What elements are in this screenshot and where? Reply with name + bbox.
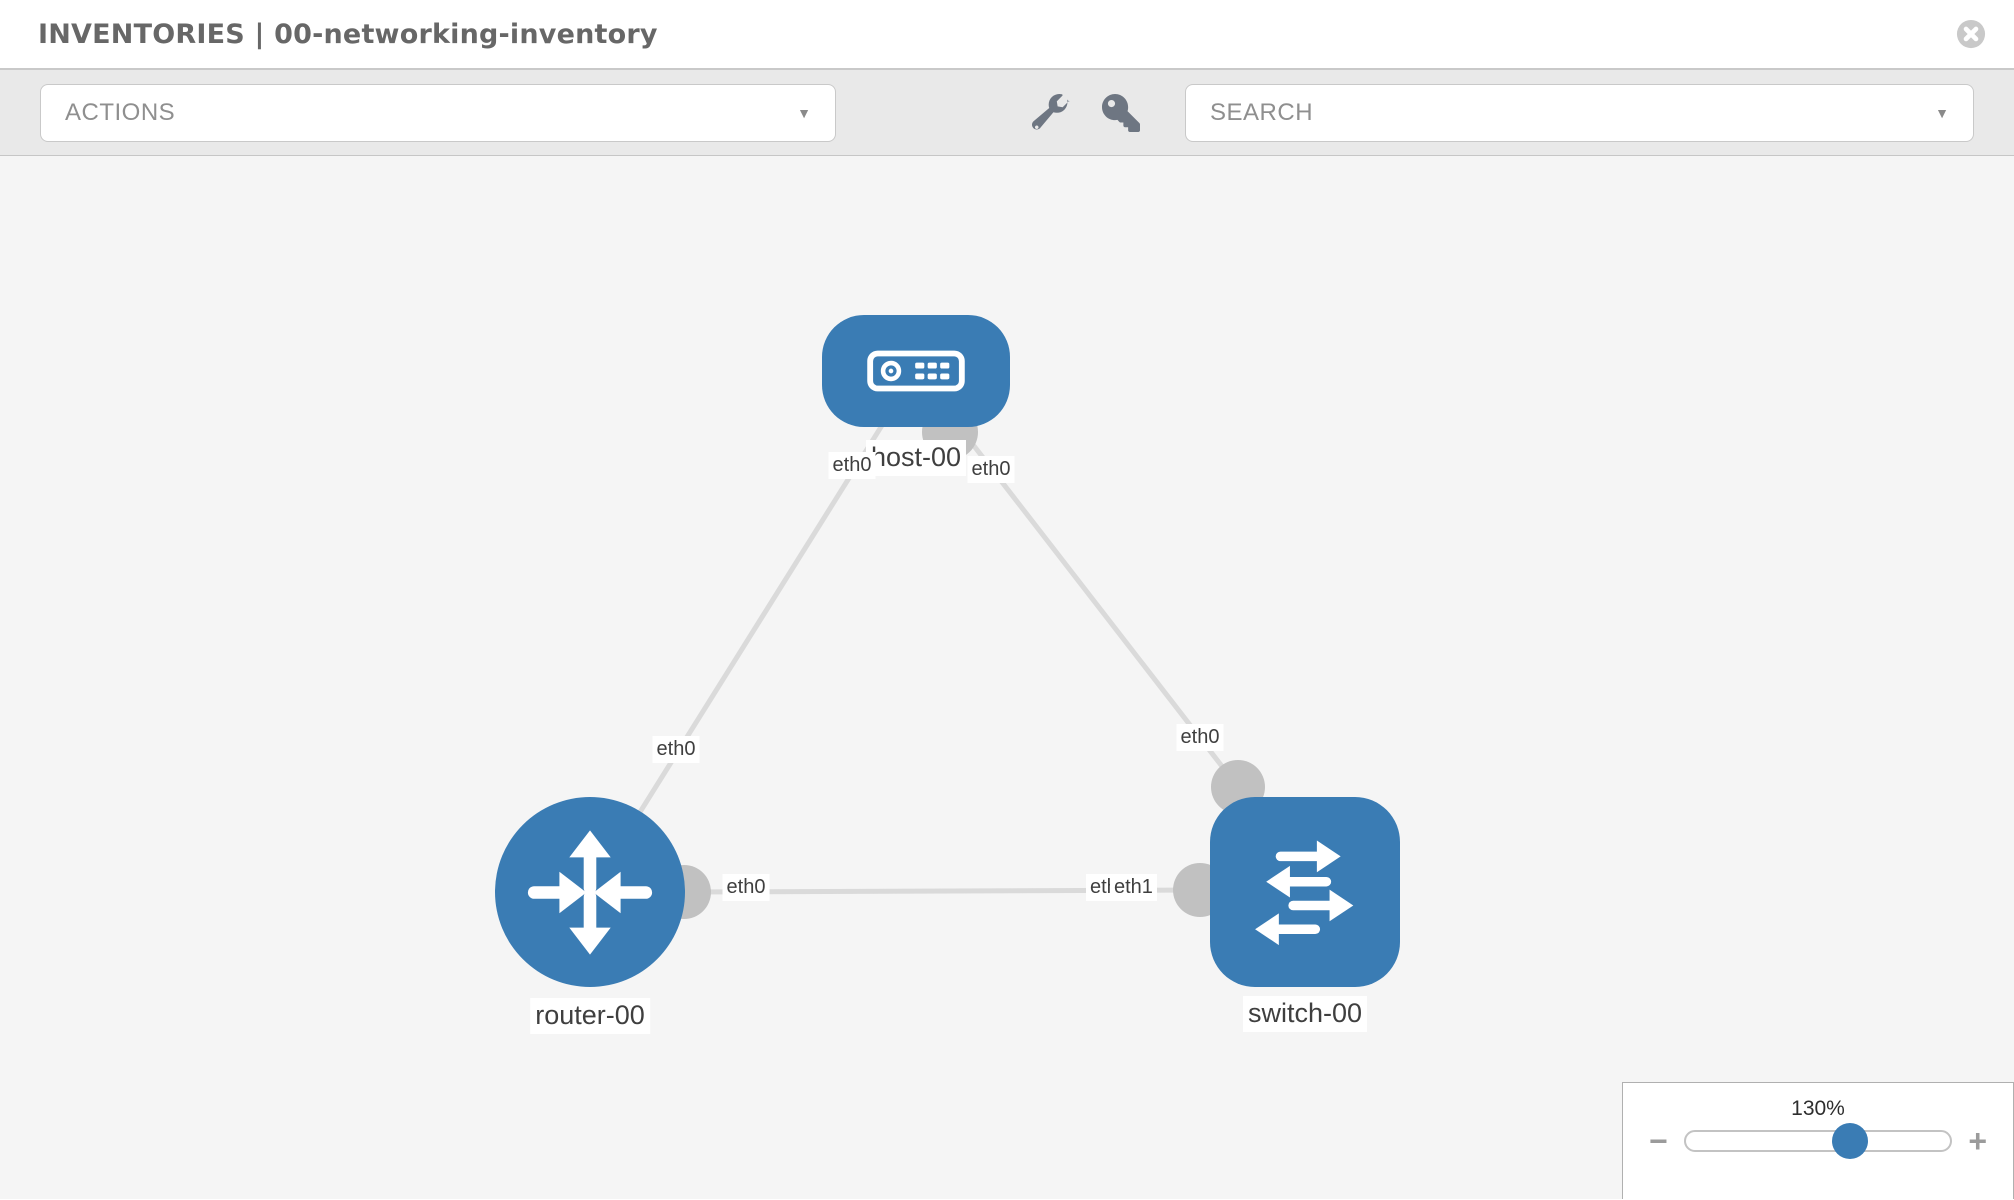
toolbar: ACTIONS ▼ SEARCH ▼: [0, 70, 2014, 156]
page-title: INVENTORIES | 00-networking-inventory: [38, 18, 658, 50]
actions-dropdown-label: ACTIONS: [65, 98, 176, 126]
interface-label-host-right: eth0: [967, 456, 1015, 483]
actions-dropdown[interactable]: ACTIONS ▼: [40, 83, 836, 142]
switch-icon: [1255, 840, 1354, 946]
wrench-icon[interactable]: [1031, 93, 1071, 133]
interface-label-switch-top: eth0: [1176, 724, 1224, 751]
node-host-00[interactable]: [822, 315, 1010, 427]
close-button[interactable]: [1956, 19, 1986, 49]
node-label-router-00: router-00: [530, 998, 650, 1034]
zoom-level: 130%: [1791, 1097, 1845, 1120]
zoom-slider-thumb[interactable]: [1831, 1123, 1868, 1159]
node-router-00[interactable]: [495, 797, 685, 987]
close-icon: [1956, 19, 1986, 49]
interface-label-router-right: eth0: [722, 874, 770, 901]
zoom-out-button[interactable]: −: [1649, 1123, 1668, 1159]
chevron-down-icon: ▼: [797, 104, 811, 121]
zoom-panel: 130% − +: [1622, 1082, 2014, 1199]
zoom-in-button[interactable]: +: [1968, 1123, 1987, 1159]
search-dropdown-label: SEARCH: [1210, 98, 1314, 126]
host-icon: [867, 350, 965, 392]
key-icon[interactable]: [1101, 93, 1141, 133]
interface-label-host-left: eth0: [828, 452, 876, 479]
node-label-host-00: host-00: [865, 440, 967, 476]
node-switch-00[interactable]: [1210, 797, 1400, 987]
topology-links: [587, 369, 1240, 895]
zoom-controls: − +: [1649, 1123, 1987, 1159]
router-icon: [527, 829, 653, 955]
chevron-down-icon: ▼: [1935, 104, 1949, 121]
toolbar-icons: [1031, 93, 1141, 133]
zoom-slider[interactable]: [1683, 1123, 1953, 1159]
interface-label-switch-eth1: eth1: [1110, 874, 1157, 901]
topology-canvas[interactable]: host-00 router-00 switch-00 eth0 eth0 et…: [0, 156, 2014, 1199]
header: INVENTORIES | 00-networking-inventory: [0, 0, 2014, 70]
node-label-switch-00: switch-00: [1242, 996, 1368, 1032]
interface-label-router-top: eth0: [652, 736, 700, 763]
search-dropdown[interactable]: SEARCH ▼: [1185, 83, 1974, 142]
